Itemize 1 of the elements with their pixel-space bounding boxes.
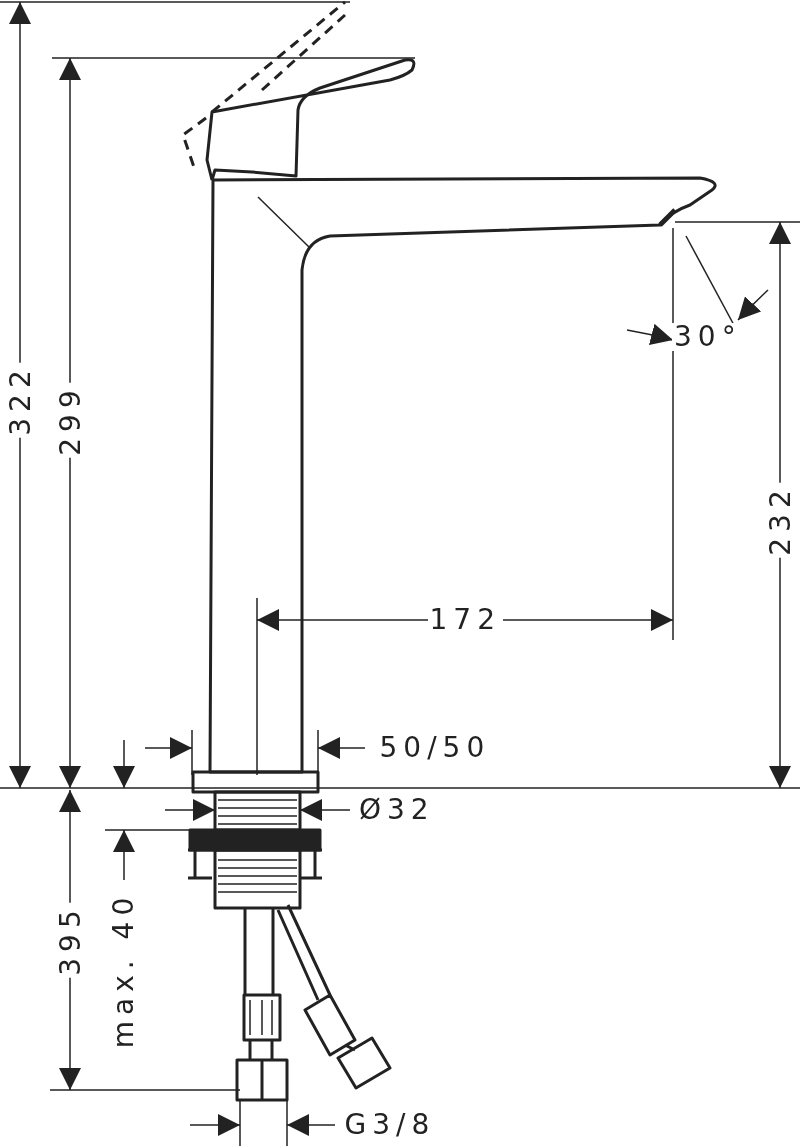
angle-label: 30°: [672, 323, 744, 351]
